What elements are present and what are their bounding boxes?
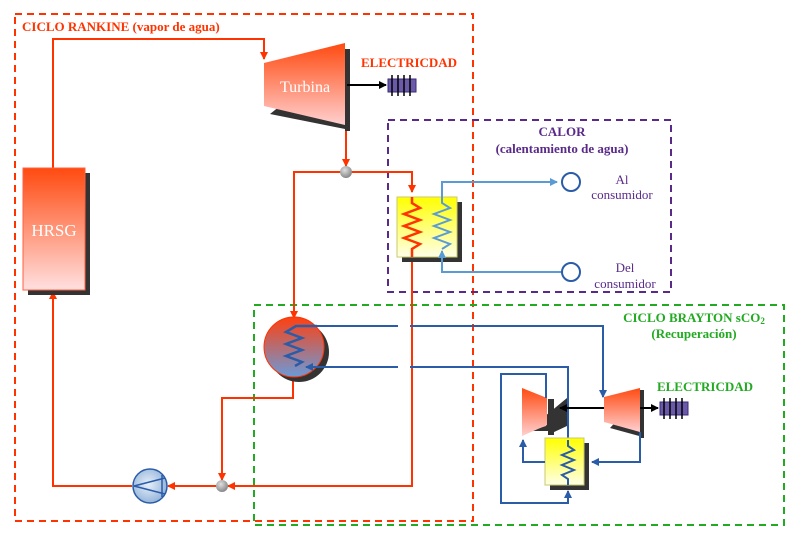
turbine-label: Turbina [280,79,330,96]
consumer-return-icon [561,262,581,282]
recuperator-to-compressor-line [519,439,545,463]
co2-hot-line-to-turbine-2 [410,325,607,398]
turbine-exhaust-line [591,432,641,466]
sco2-compressor [522,388,567,436]
heat-title: CALOR [539,124,587,139]
steam-line-to-sco2-heater [290,171,346,319]
to-consumer-label-2: consumidor [591,187,653,202]
generator-icon [387,75,417,96]
consumer-outlet-icon [561,172,581,192]
hot-water-line-to-consumer [441,178,558,198]
hrsg: HRSG [22,167,90,295]
condensate-line-from-sco2-heater [218,378,294,481]
steam-turbine: Turbina [264,43,350,131]
condensate-line-from-water-heater [227,255,413,490]
steam-coil-icon [400,197,424,257]
mixer-node [216,480,228,492]
steam-line-hrsg-to-turbine [52,38,268,170]
to-consumer-label-1: Al [616,172,629,187]
water-heater-exchanger [396,196,462,262]
heat-subtitle: (calentamiento de agua) [496,141,629,156]
hrsg-label: HRSG [31,221,76,240]
feed-pump-icon [132,468,168,504]
compressor-discharge-line [500,373,572,504]
feedwater-line-to-hrsg [49,291,132,487]
steam-line-to-water-heater [346,171,416,193]
co2-return-line [410,366,569,440]
recuperator-coil-icon [559,440,577,485]
from-consumer-label-2: consumidor [594,276,656,291]
splitter-node [340,166,352,178]
from-consumer-label-1: Del [616,260,635,275]
brayton-generator-icon [659,398,689,419]
cold-water-return-line [438,250,562,273]
recuperator [544,437,589,490]
rankine-electricity-label: ELECTRICDAD [361,55,457,70]
sco2-turbine [604,388,644,438]
water-coil-icon [431,198,453,250]
brayton-electricity-label: ELECTRICDAD [657,379,753,394]
sco2-heater-exchanger [263,316,329,382]
brayton-subtitle: (Recuperación) [651,326,736,341]
brayton-title: CICLO BRAYTON sCO2 [623,310,765,326]
brayton-cycle-boundary [253,304,785,526]
co2-coil-icon [282,324,317,368]
rankine-cycle-boundary [14,13,474,522]
rankine-title: CICLO RANKINE (vapor de agua) [22,19,220,34]
